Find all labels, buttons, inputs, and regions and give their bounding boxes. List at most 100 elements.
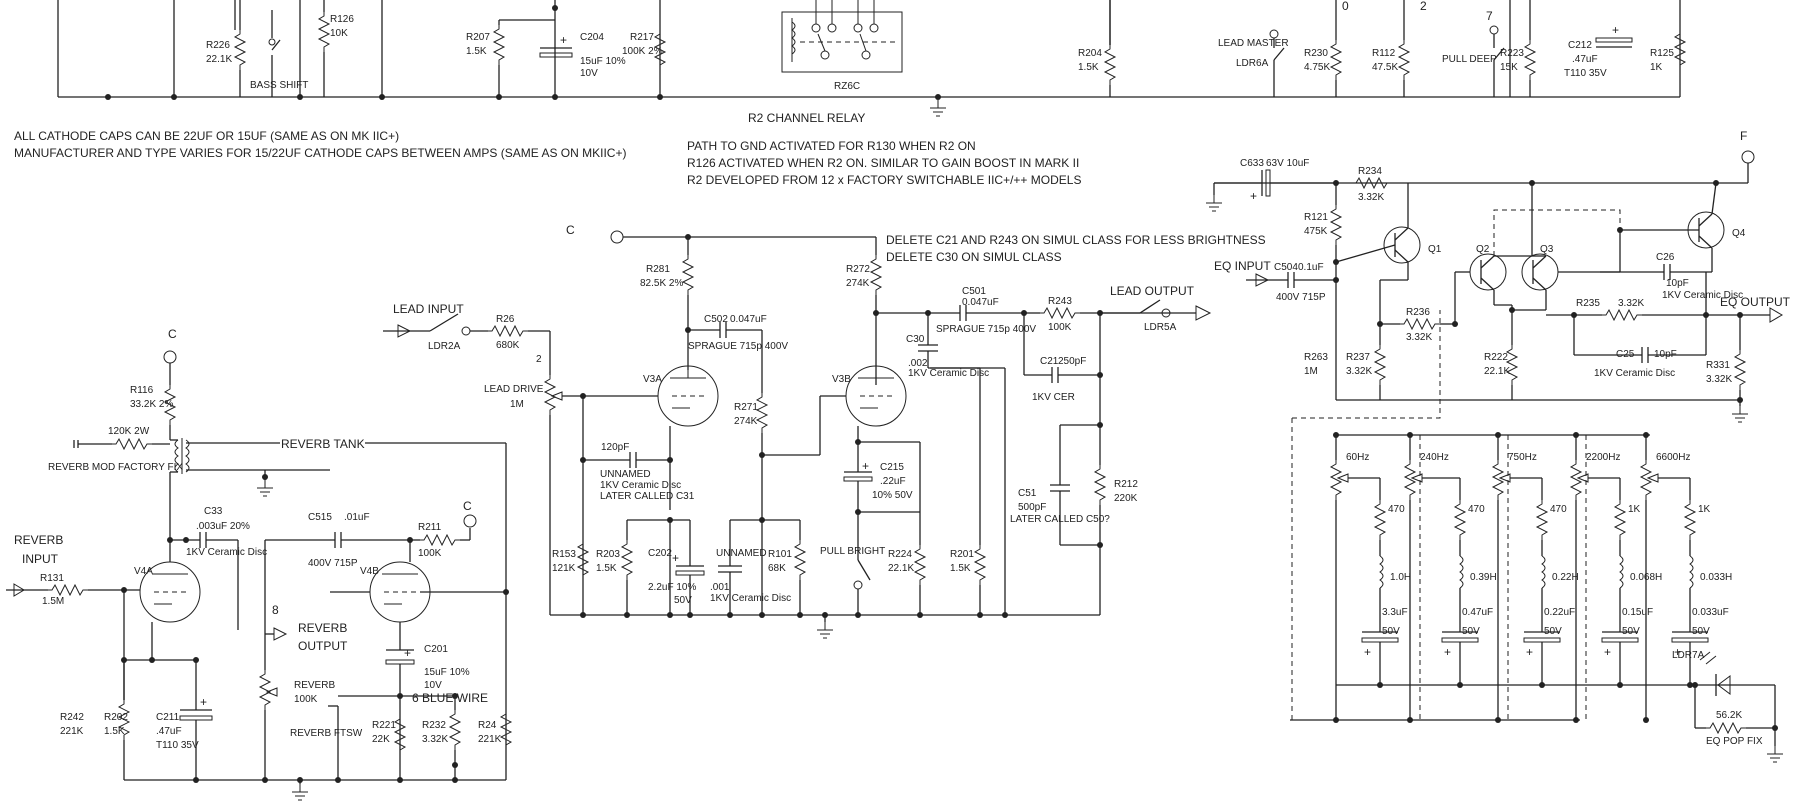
note-delete-c30: DELETE C30 ON SIMUL CLASS (886, 250, 1062, 264)
c211-value2: T110 35V (156, 740, 199, 751)
num-0: 0 (1342, 0, 1349, 13)
reverb-input2-label: INPUT (22, 552, 59, 566)
c201-label: C201 (424, 644, 448, 655)
r217-value: 100K 2% (622, 46, 663, 57)
unnamed2-value: .001 (710, 582, 730, 593)
r126-value: 10K (330, 28, 348, 39)
c204-value2: 10V (580, 68, 598, 79)
reverb-input1-label: REVERB (14, 533, 63, 547)
v4a-label: V4A (134, 566, 153, 577)
note-r2-developed: R2 DEVELOPED FROM 12 x FACTORY SWITCHABL… (687, 173, 1081, 187)
c502-type: SPRAGUE 715p 400V (688, 341, 788, 352)
q3-label: Q3 (1540, 244, 1554, 255)
r272-value: 274K (846, 278, 870, 289)
c33-label: C33 (204, 506, 223, 517)
r271-value: 274K (734, 416, 758, 427)
r223-label: R223 (1500, 48, 1524, 59)
c204-label: C204 (580, 32, 604, 43)
c501-label: C501 (962, 286, 986, 297)
lead-drive-label: LEAD DRIVE (484, 384, 544, 395)
r121-value: 475K (1304, 226, 1328, 237)
lead-input-label: LEAD INPUT (393, 302, 464, 316)
reverb-c2-label: C (463, 499, 472, 513)
later-c31: LATER CALLED C31 (600, 491, 695, 502)
c501-value: 0.047uF (962, 297, 999, 308)
r331-value: 3.32K (1706, 374, 1732, 385)
c502-value: 0.047uF (730, 314, 767, 325)
r232-value: 3.32K (422, 734, 448, 745)
r203-label: R203 (596, 549, 620, 560)
r272-label: R272 (846, 264, 870, 275)
r281-label: R281 (646, 264, 670, 275)
eq-band-inductor: 0.033H (1700, 572, 1732, 583)
eq-band-freq: 750Hz (1508, 452, 1537, 463)
svg-text:+: + (404, 646, 411, 660)
r203-value: 1.5K (596, 563, 617, 574)
r234-label: R234 (1358, 166, 1382, 177)
r237-label: R237 (1346, 352, 1370, 363)
c212-label: C212 (1568, 40, 1592, 51)
eq-band-cap: 0.15uF (1622, 607, 1653, 618)
r224-label: R224 (888, 549, 912, 560)
eq-band-cap: 0.033uF (1692, 607, 1729, 618)
c202-value: 2.2uF 10% (648, 582, 696, 593)
mod-fix-label: REVERB MOD FACTORY FIX (48, 462, 183, 473)
eq-input-label: EQ INPUT (1214, 259, 1271, 273)
svg-text:+: + (862, 459, 869, 473)
reverb-tank-label: REVERB TANK (281, 437, 365, 451)
r26-label: R26 (496, 314, 515, 325)
note-r126-active: R126 ACTIVATED WHEN R2 ON. SIMILAR TO GA… (687, 156, 1079, 170)
reverb-pot-label: REVERB (294, 680, 335, 691)
eq-section: F + C633 63V 10uF R234 3.32K R121 475K (1205, 129, 1791, 763)
ldr2a-label: LDR2A (428, 341, 461, 352)
r211-value: 100K (418, 548, 442, 559)
c201-value1: 15uF 10% (424, 667, 470, 678)
c215-v: 10% 50V (872, 490, 913, 501)
unnamed1-type: 1KV Ceramic Disc (600, 480, 681, 491)
r125-label: R125 (1650, 48, 1674, 59)
mid-c-label: C (566, 223, 575, 237)
svg-text:+: + (200, 695, 207, 709)
r26-value: 680K (496, 340, 520, 351)
c25-value: 10pF (1654, 349, 1677, 360)
pull-deep-label: PULL DEEP (1442, 54, 1497, 65)
r131-value: 1.5M (42, 596, 64, 607)
svg-text:+: + (1604, 645, 1611, 659)
r237-value: 3.32K (1346, 366, 1372, 377)
reverb-c-label: C (168, 327, 177, 341)
c215-value: .22uF (880, 476, 906, 487)
lead-master-label: LEAD MASTER (1218, 38, 1289, 49)
eq-band-resistor: 1K (1628, 504, 1641, 515)
c502-label: C502 (704, 314, 728, 325)
r121-label: R121 (1304, 212, 1328, 223)
r125-value: 1K (1650, 62, 1663, 73)
eq-f-label: F (1740, 129, 1747, 143)
c21-type: 1KV CER (1032, 392, 1075, 403)
c30-label: C30 (906, 334, 925, 345)
r207-label: R207 (466, 32, 490, 43)
r204-label: R204 (1078, 48, 1102, 59)
pull-bright-label: PULL BRIGHT (820, 546, 885, 557)
c515-label: C515 (308, 512, 332, 523)
q2-label: Q2 (1476, 244, 1490, 255)
c515-type: 400V 715P (308, 558, 358, 569)
r281-value: 82.5K 2% (640, 278, 683, 289)
c26-type: 1KV Ceramic Disc (1662, 290, 1743, 301)
r224-value: 22.1K (888, 563, 914, 574)
eq-band-volt: 50V (1382, 626, 1400, 637)
lead-drive-value: 1M (510, 399, 524, 410)
reverb-output2-label: OUTPUT (298, 639, 348, 653)
eq-band-freq: 240Hz (1420, 452, 1449, 463)
r242-value: 221K (60, 726, 84, 737)
c504-label: C504 (1274, 262, 1298, 273)
note-manufacturer: MANUFACTURER AND TYPE VARIES FOR 15/22UF… (14, 146, 626, 160)
r202-value: 1.5K (104, 726, 125, 737)
eq-band-resistor: 1K (1698, 504, 1711, 515)
c26-value: 10pF (1666, 278, 1689, 289)
eq-pop-fix-label: EQ POP FIX (1706, 736, 1763, 747)
c212-value1: .47uF (1572, 54, 1598, 65)
c504-value: 0.1uF (1298, 262, 1324, 273)
c21-label: C21 (1040, 356, 1059, 367)
r222-label: R222 (1484, 352, 1508, 363)
